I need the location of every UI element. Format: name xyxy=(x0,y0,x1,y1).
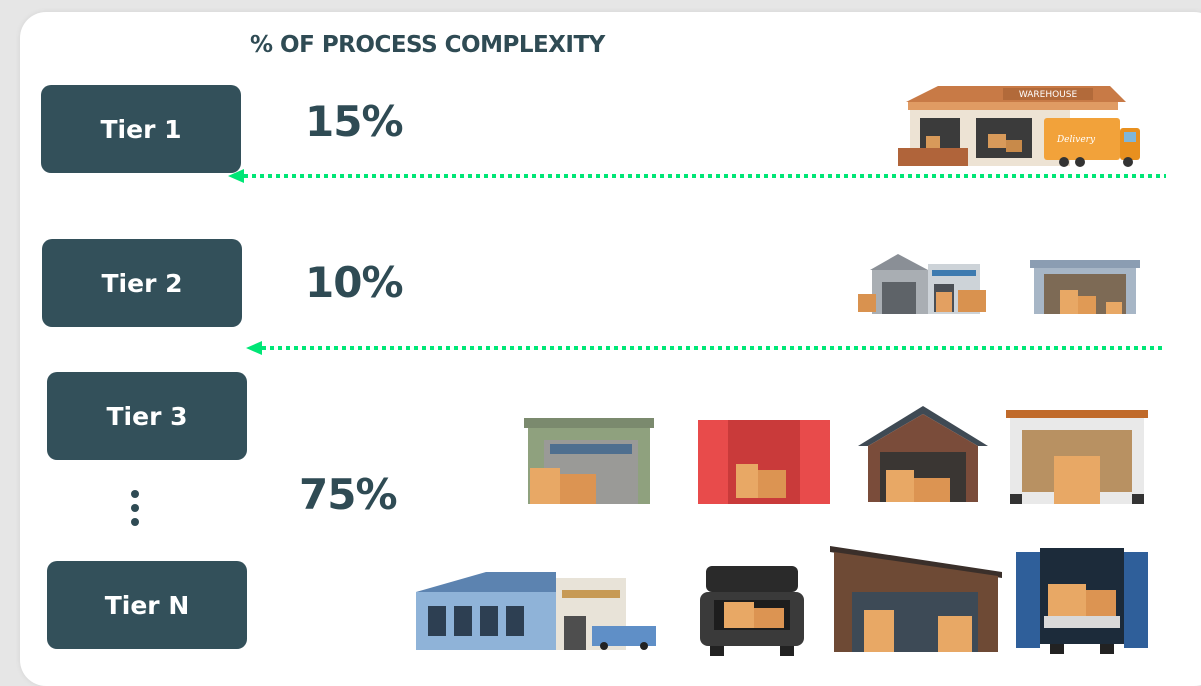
tier-1-percentage: 15% xyxy=(305,97,404,146)
tier-n-box: Tier N xyxy=(47,561,247,649)
remaining-tiers-percentage: 75% xyxy=(299,470,398,519)
tier-2-label: Tier 2 xyxy=(101,268,183,298)
red-container-icon xyxy=(698,420,830,504)
modern-garage-icon xyxy=(830,546,1002,652)
chart-title: % OF PROCESS COMPLEXITY xyxy=(250,32,605,58)
truck-sign: Delivery xyxy=(1056,135,1096,145)
loading-dock-icon xyxy=(1030,260,1140,314)
ellipsis-icon xyxy=(131,490,139,530)
tier-1-arrow xyxy=(228,169,1166,183)
gray-warehouse-icon xyxy=(858,254,986,314)
blue-warehouse-icon xyxy=(416,572,656,650)
van-open-doors-icon xyxy=(1016,548,1148,654)
tier-2-box: Tier 2 xyxy=(42,239,242,327)
green-storage-icon xyxy=(524,418,654,504)
tier-1-box: Tier 1 xyxy=(41,85,241,173)
warehouse-sign: WAREHOUSE xyxy=(1019,90,1078,100)
car-trunk-icon xyxy=(700,566,804,656)
tier-3-label: Tier 3 xyxy=(106,401,188,431)
open-shutter-icon xyxy=(1006,410,1148,504)
brown-garage-icon xyxy=(858,406,988,502)
tier-n-label: Tier N xyxy=(104,590,190,620)
tier-2-arrow xyxy=(246,341,1166,355)
tier-2-percentage: 10% xyxy=(305,258,404,307)
tier-3-box: Tier 3 xyxy=(47,372,247,460)
warehouse-truck-icon: WAREHOUSE Delivery xyxy=(898,86,1140,167)
tier-1-label: Tier 1 xyxy=(100,114,182,144)
